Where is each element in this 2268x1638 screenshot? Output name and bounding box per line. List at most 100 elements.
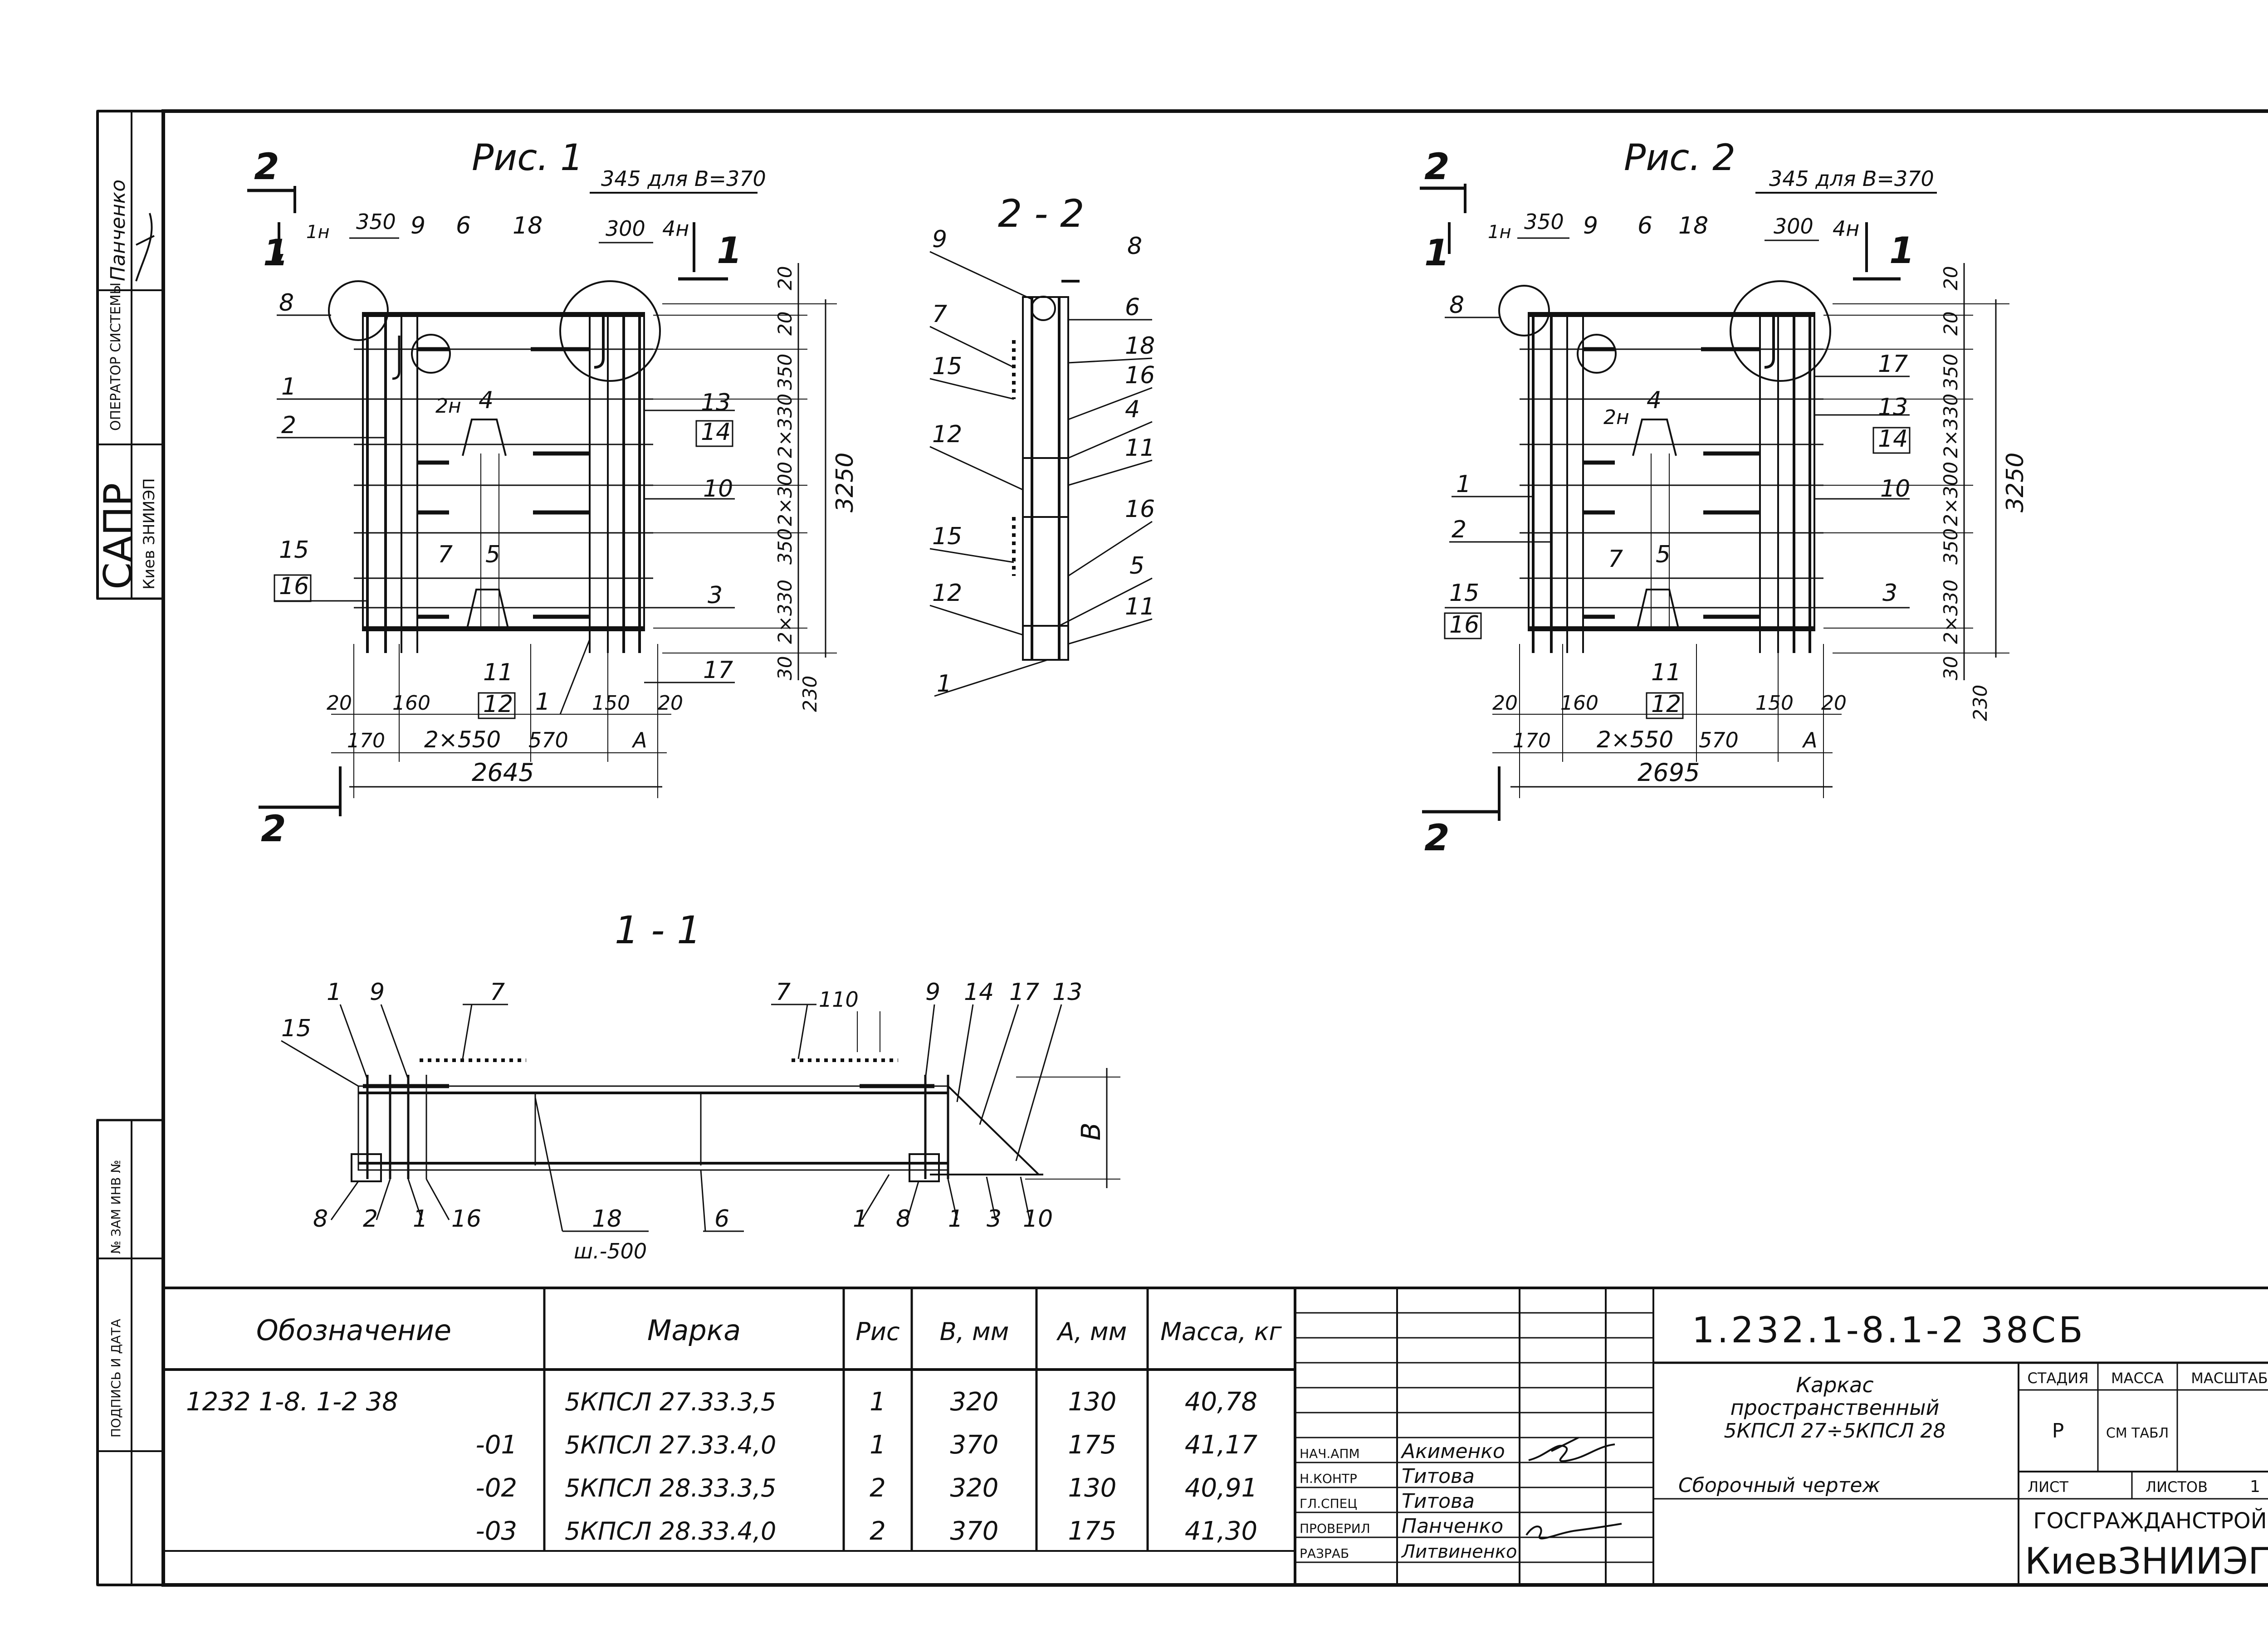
fig1-total-height: 3250: [831, 453, 859, 512]
fig2-dim-r5: 2×300: [1940, 462, 1962, 526]
name-1: Титова: [1402, 1465, 1475, 1488]
row2-mass: 40,91: [1185, 1473, 1257, 1503]
fig1-left-2: 2: [281, 412, 296, 439]
section11: 1 - 1 В 1 9 7 15 7 110: [281, 908, 1120, 1263]
fig2-right-17: 17: [1878, 351, 1908, 378]
fig2-cage: [1498, 280, 1831, 653]
fig1-dim-b4: 20: [658, 692, 683, 715]
fig2-left-2: 2: [1452, 516, 1466, 543]
title-block: 1.232.1-8.1-2 38СБ Каркас пространственн…: [1295, 1287, 2268, 1585]
row0-b: 320: [950, 1387, 999, 1417]
table-row: 1232 1-8. 1-2 38 5КПСЛ 27.33.3,5 1 320 1…: [186, 1387, 1257, 1417]
fig1-dim-b8: А: [631, 728, 647, 752]
fig2-top-9: 9: [1583, 212, 1598, 239]
fig1-dim-r3: 350: [774, 354, 796, 390]
fig2-section2-top: 2: [1424, 146, 1450, 188]
s22-right-16b: 16: [1125, 496, 1155, 523]
sheets-value: 1: [2250, 1477, 2260, 1496]
fig1-dim-b2: 160: [392, 692, 430, 715]
fig1-dim-b5: 170: [347, 729, 385, 752]
fig2-dim-r3: 350: [1940, 354, 1962, 390]
mass-value: СМ ТАБЛ: [2106, 1425, 2169, 1441]
row3-mass: 41,30: [1185, 1516, 1257, 1546]
fig2-section1-left: 1: [1424, 232, 1450, 274]
row1-b: 370: [950, 1430, 999, 1460]
signature-1: [1528, 1437, 1615, 1462]
fig1-top-350: 350: [356, 210, 396, 234]
s22-left-12b: 12: [932, 580, 962, 607]
s11-top-1: 1: [327, 979, 342, 1006]
side-sign-date: ПОДПИСЬ И ДАТА: [108, 1319, 123, 1438]
fig1-right-13: 13: [701, 389, 731, 416]
s11-top-9: 9: [370, 979, 385, 1006]
s22-right-11a: 11: [1125, 434, 1155, 462]
fig2-bottom-12: 12: [1651, 691, 1681, 718]
title-name-2: пространственный: [1730, 1395, 1940, 1420]
sheets-label: ЛИСТОВ: [2146, 1478, 2208, 1496]
s11-top-7b: 7: [776, 979, 791, 1006]
fig1-bottom-1: 1: [535, 688, 550, 716]
fig2-section1-right: 1: [1889, 229, 1915, 272]
title-doc-type: Сборочный чертеж: [1678, 1474, 1880, 1497]
signature-2: [1525, 1523, 1622, 1540]
fig1-inner-2n: 2н: [435, 395, 461, 418]
s22-left-9: 9: [932, 226, 947, 253]
fig1-dim-r6: 350: [774, 528, 796, 565]
fig2-right-10: 10: [1880, 475, 1910, 502]
s11-top-110: 110: [819, 987, 859, 1012]
fig2-dim-r7: 2×330: [1940, 580, 1962, 644]
row1-mass: 41,17: [1185, 1430, 1258, 1460]
fig1-inner-5: 5: [485, 541, 500, 568]
side-stamp-lower: № ЗАМ ИНВ № ПОДПИСЬ И ДАТА: [96, 1119, 165, 1586]
fig1-left-1: 1: [281, 373, 296, 400]
row0-a: 130: [1068, 1387, 1117, 1417]
fig2-section2-bottom: 2: [1424, 817, 1450, 859]
s22-right-6: 6: [1125, 294, 1140, 321]
row3-a: 175: [1068, 1516, 1117, 1546]
fig1-section1-right: 1: [717, 229, 742, 272]
sheet-label: ЛИСТ: [2028, 1478, 2068, 1496]
spec-header-a: А, мм: [1056, 1317, 1127, 1346]
s11-bot-6: 6: [714, 1205, 729, 1233]
s22-left-15b: 15: [932, 523, 962, 550]
fig2-dim-r9: 230: [1969, 685, 1991, 721]
row0-designation: 1232 1-8. 1-2 38: [186, 1387, 398, 1417]
fig1-right-3: 3: [708, 582, 723, 609]
row2-fig: 2: [870, 1473, 886, 1503]
fig1-left-16: 16: [279, 573, 309, 600]
scale-label: МАСШТАБ: [2191, 1370, 2268, 1387]
s11-top-17: 17: [1009, 979, 1039, 1006]
s11-bot-18: 18: [592, 1205, 622, 1233]
fig2-inner-7: 7: [1608, 546, 1623, 573]
spec-table: Обозначение Марка Рис В, мм А, мм Масса,…: [163, 1287, 1296, 1585]
s11-dim-b: В: [1075, 1122, 1106, 1141]
section11-title: 1 - 1: [615, 908, 701, 952]
s11-top-14: 14: [964, 979, 994, 1006]
fig2-top-1n: 1н: [1488, 222, 1511, 243]
s11-bot-1a: 1: [413, 1205, 428, 1233]
fig1-section1-left: 1: [263, 232, 288, 274]
fig2-dim-b8: А: [1802, 728, 1817, 752]
role-1: Н.КОНТР: [1300, 1471, 1357, 1486]
row1-fig: 1: [870, 1430, 886, 1460]
fig2-total-height: 3250: [2002, 453, 2029, 512]
row1-a: 175: [1068, 1430, 1117, 1460]
fig1-title: Рис. 1: [472, 136, 583, 179]
spec-header-mark: Марка: [647, 1314, 741, 1347]
fig2-dim-bottom: [1492, 644, 1842, 798]
fig2-dim-b4: 20: [1821, 692, 1847, 715]
fig1-top-6: 6: [456, 212, 471, 239]
s22-left-15a: 15: [932, 353, 962, 380]
spec-header-b: В, мм: [940, 1317, 1009, 1346]
s11-bot-16: 16: [451, 1205, 481, 1233]
s22-right-16a: 16: [1125, 362, 1155, 389]
fig2-dim-b7: 570: [1699, 728, 1739, 752]
fig2-title: Рис. 2: [1624, 136, 1735, 179]
fig2-dim-r6: 350: [1940, 528, 1962, 565]
role-0: НАЧ.АПМ: [1300, 1446, 1360, 1461]
s11-bot-8b: 8: [896, 1205, 911, 1233]
fig2-top-4n: 4н: [1833, 216, 1859, 241]
fig1-dim-b1: 20: [327, 692, 352, 715]
fig2-bottom-11: 11: [1651, 659, 1681, 686]
stage-value: Р: [2052, 1419, 2064, 1443]
